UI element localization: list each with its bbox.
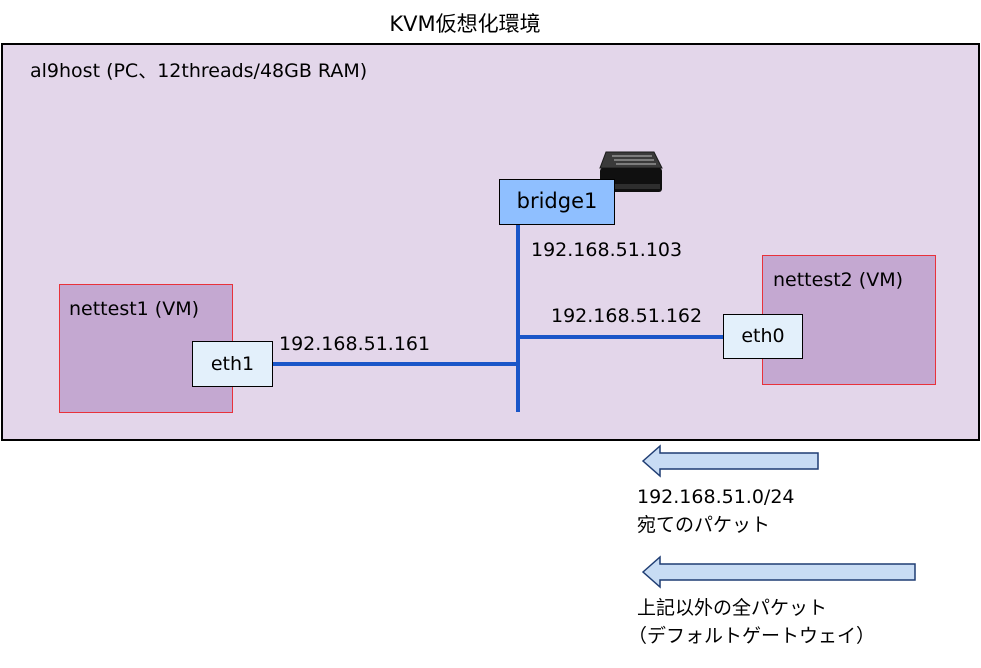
vm1-label: nettest1 (VM) (69, 298, 200, 320)
route-default-line2: （デフォルトゲートウェイ） (628, 625, 876, 647)
arrow-default-route (641, 555, 916, 589)
route-default-line1: 上記以外の全パケット (637, 597, 828, 619)
arrow-local-route (641, 444, 819, 478)
route-local-line1: 192.168.51.0/24 (637, 486, 795, 508)
vm1-ip-label: 192.168.51.161 (279, 333, 431, 355)
bridge-ip-label: 192.168.51.103 (531, 239, 683, 261)
host-label: al9host (PC、12threads/48GB RAM) (30, 60, 368, 82)
vm1-nic-eth1: eth1 (192, 341, 273, 387)
diagram-title: KVM仮想化環境 (389, 12, 541, 36)
vm2-nic-eth0: eth0 (723, 314, 803, 359)
network-switch-icon (599, 151, 663, 192)
vm2-ip-label: 192.168.51.162 (551, 305, 703, 327)
bridge-node: bridge1 (499, 179, 615, 225)
vm2-label: nettest2 (VM) (773, 269, 904, 291)
route-local-line2: 宛てのパケット (637, 514, 771, 536)
